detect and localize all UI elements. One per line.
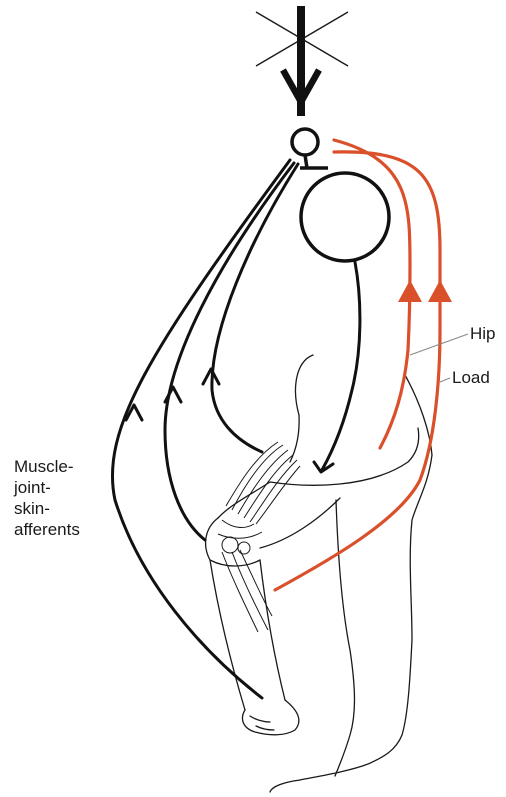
afferents-label-line-1: Muscle- (14, 456, 80, 477)
afferents-label-line-3: skin- (14, 498, 80, 519)
feedback-arrowheads (398, 280, 452, 302)
hip-joint-circle (301, 173, 389, 261)
afferents-label: Muscle- joint- skin- afferents (14, 456, 80, 540)
spinal-neuron (292, 129, 328, 168)
load-label: Load (452, 367, 490, 388)
descending-input-arrow (283, 6, 319, 116)
afferent-path-knee (165, 163, 294, 540)
afferent-arrowheads (126, 369, 333, 472)
body-outline (206, 355, 432, 792)
afferents-label-line-2: joint- (14, 477, 80, 498)
afferents-label-line-4: afferents (14, 519, 80, 540)
hip-label: Hip (470, 323, 496, 344)
efferent-path-hip (322, 262, 360, 470)
afferent-path-foot (112, 160, 290, 698)
